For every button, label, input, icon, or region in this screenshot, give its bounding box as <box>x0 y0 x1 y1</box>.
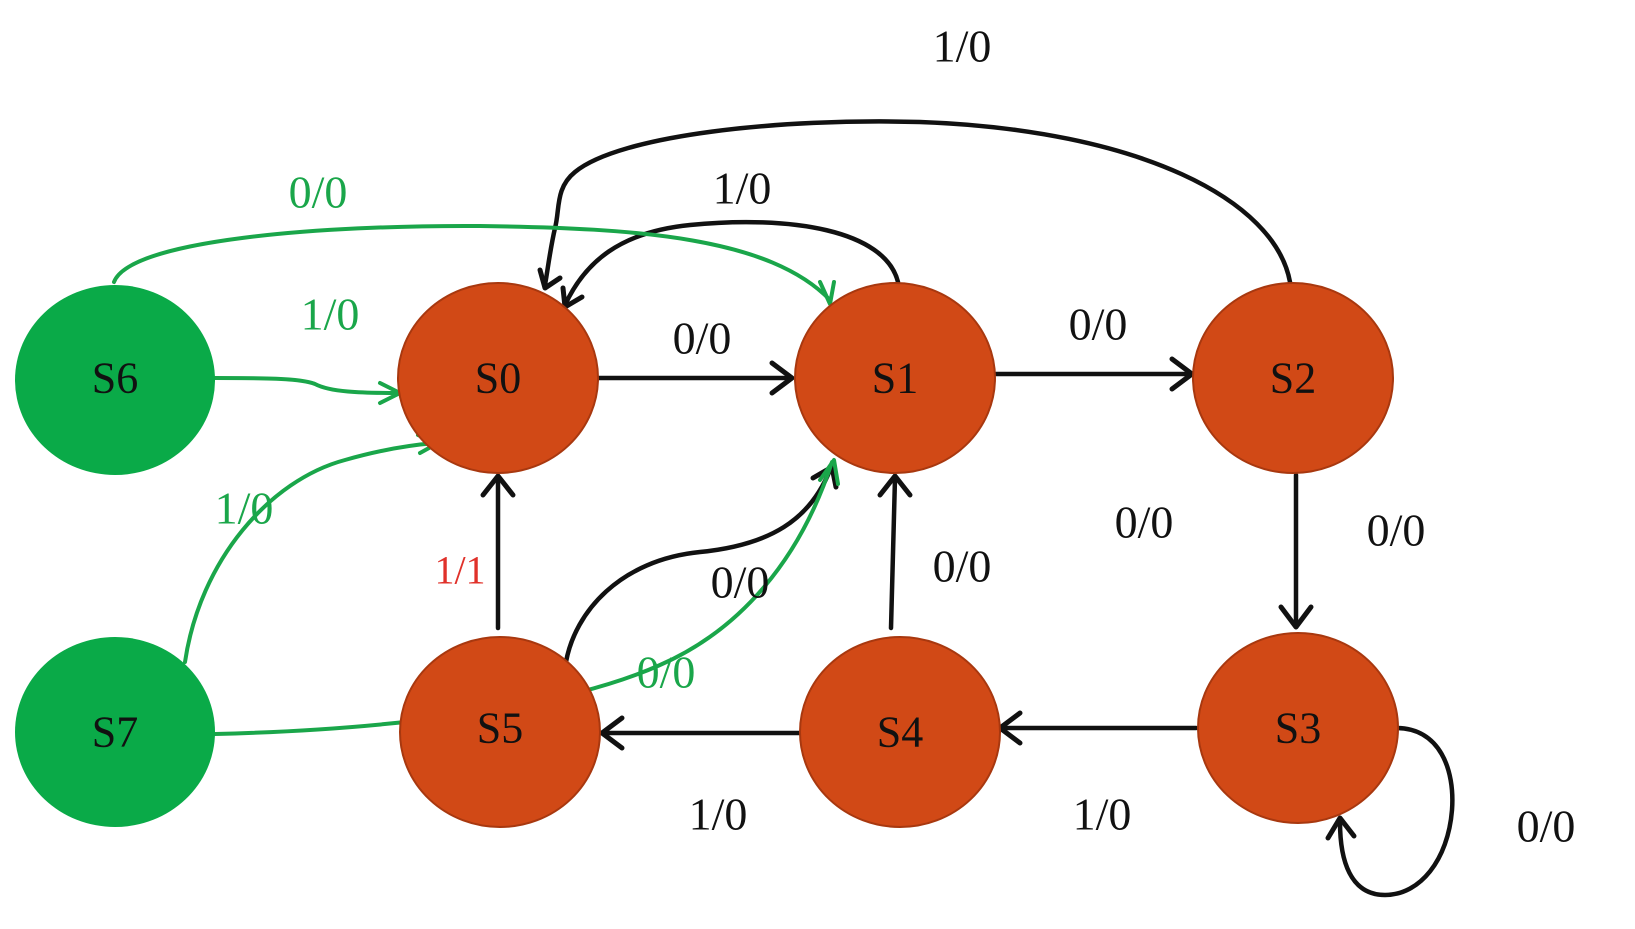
edge-s5-s1 <box>563 464 839 665</box>
label-s6-s0: 1/0 <box>301 289 360 340</box>
state-s5: S5 <box>399 636 601 828</box>
state-s6-label: S6 <box>92 354 138 403</box>
label-s3-self: 0/0 <box>1517 801 1576 852</box>
edge-s4-s5 <box>599 715 803 751</box>
state-s1: S1 <box>794 282 996 474</box>
edge-s3-s4 <box>997 710 1199 746</box>
edge-s5-s0 <box>480 473 516 631</box>
state-s2-label: S2 <box>1270 354 1316 403</box>
edge-s1-s2 <box>993 356 1195 392</box>
label-s4-s5: 1/0 <box>689 789 748 840</box>
label-s5-s1: 0/0 <box>711 557 770 608</box>
state-s3: S3 <box>1197 632 1399 824</box>
label-s2-s3-extra: 0/0 <box>1115 497 1174 548</box>
label-s5-s0: 1/1 <box>434 548 485 593</box>
edge-s2-s0 <box>537 119 1293 291</box>
edge-s3-self <box>1325 725 1455 898</box>
state-s1-label: S1 <box>872 354 918 403</box>
label-s2-s0: 1/0 <box>933 21 992 72</box>
edge-s4-s1 <box>877 473 913 631</box>
state-s5-label: S5 <box>477 704 523 753</box>
label-s4-s1: 0/0 <box>933 541 992 592</box>
label-s7-s0: 1/0 <box>215 483 274 534</box>
edge-s6-s1 <box>112 223 836 306</box>
edge-s2-s3 <box>1278 472 1314 630</box>
label-s6-s1: 0/0 <box>289 167 348 218</box>
state-s0: S0 <box>397 282 599 474</box>
edge-s7-s1 <box>213 458 840 736</box>
label-s7-s1: 0/0 <box>637 647 696 698</box>
label-s3-s4: 1/0 <box>1073 789 1132 840</box>
edge-s6-s0 <box>213 376 402 405</box>
state-s0-label: S0 <box>475 354 521 403</box>
state-s3-label: S3 <box>1275 704 1321 753</box>
state-s6: S6 <box>15 285 215 475</box>
label-s2-s3: 0/0 <box>1367 505 1426 556</box>
state-s2: S2 <box>1192 282 1394 474</box>
state-s7: S7 <box>15 637 215 827</box>
state-s4: S4 <box>799 636 1001 828</box>
label-s0-s1: 0/0 <box>673 313 732 364</box>
edge-s0-s1 <box>595 360 795 396</box>
state-s7-label: S7 <box>92 708 138 757</box>
state-s4-label: S4 <box>877 708 923 757</box>
label-s1-s0: 1/0 <box>713 163 772 214</box>
label-s1-s2: 0/0 <box>1069 299 1128 350</box>
edge-s7-s0 <box>183 433 440 664</box>
